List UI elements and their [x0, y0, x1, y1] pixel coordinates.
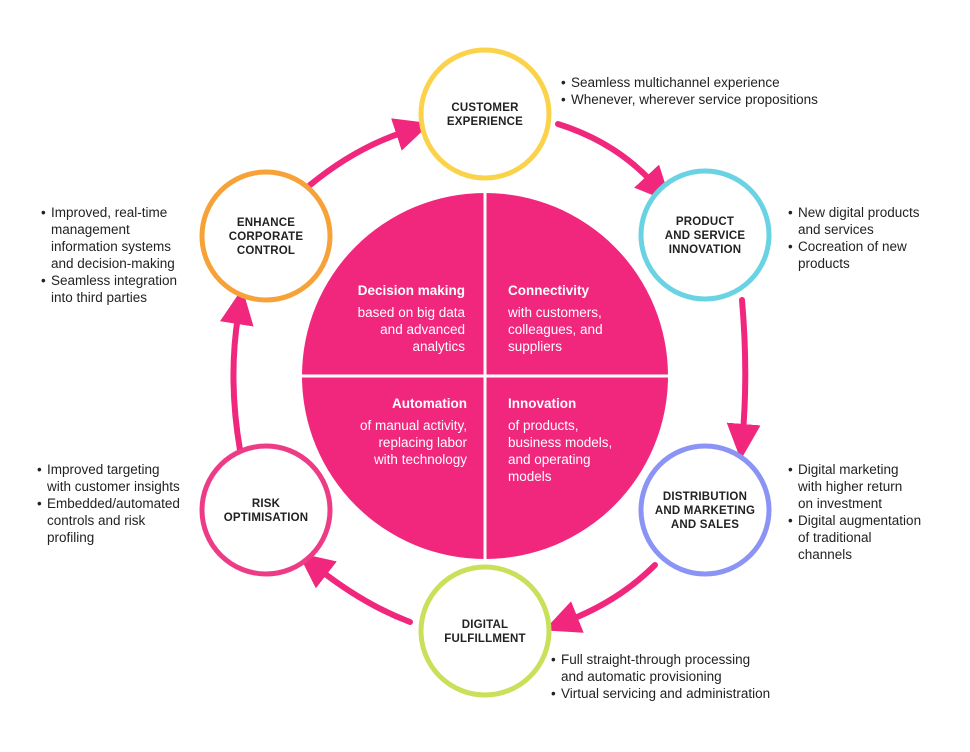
- node-label-digital-fulfillment: DIGITAL: [462, 619, 509, 631]
- quadrant-text-tr: colleagues, and: [508, 322, 603, 337]
- node-product-service-innovation: PRODUCT AND SERVICE INNOVATION: [638, 168, 772, 302]
- quadrant-title-br: Innovation: [508, 396, 576, 411]
- product-service-innovation-bullets: New digital products and services Cocrea…: [788, 204, 958, 272]
- bullet-item: Whenever, wherever service propositions: [561, 91, 881, 108]
- risk-optimisation-bullets: Improved targeting with customer insight…: [37, 461, 212, 546]
- cycle-arrow: [219, 288, 254, 453]
- enhance-corporate-control-bullets: Improved, real-time management informati…: [41, 204, 211, 306]
- quadrant-text-bl: with technology: [373, 452, 467, 467]
- node-circle-customer-experience: [418, 47, 552, 181]
- quadrant-title-tl: Decision making: [358, 283, 465, 298]
- quadrant-title-tr: Connectivity: [508, 283, 590, 298]
- node-customer-experience: CUSTOMER EXPERIENCE: [418, 47, 552, 181]
- quadrant-text-br: models: [508, 469, 552, 484]
- quadrant-title-bl: Automation: [392, 396, 467, 411]
- node-label-digital-fulfillment: FULFILLMENT: [444, 633, 525, 645]
- distribution-marketing-sales-bullets: Digital marketing with higher return on …: [788, 461, 963, 563]
- node-label-product-service-innovation: AND SERVICE: [665, 230, 746, 242]
- quadrant-text-tl: and advanced: [380, 322, 465, 337]
- node-label-enhance-corporate-control: CONTROL: [237, 245, 295, 257]
- quadrant-text-bl: of manual activity,: [360, 418, 467, 433]
- node-label-distribution-marketing-sales: AND SALES: [671, 519, 739, 531]
- node-circle-risk-optimisation: [199, 443, 333, 577]
- cycle-arrow: [726, 297, 761, 460]
- node-label-risk-optimisation: OPTIMISATION: [224, 512, 309, 524]
- node-enhance-corporate-control: ENHANCE CORPORATE CONTROL: [199, 169, 333, 303]
- customer-experience-bullets: Seamless multichannel experience Wheneve…: [561, 74, 881, 108]
- node-label-customer-experience: CUSTOMER: [451, 102, 519, 114]
- node-label-risk-optimisation: RISK: [252, 498, 281, 510]
- node-circle-product-service-innovation: [638, 168, 772, 302]
- node-label-enhance-corporate-control: CORPORATE: [229, 231, 304, 243]
- bullet-item: Digital augmentation of traditional chan…: [788, 512, 963, 563]
- bullet-item: Full straight-through processing and aut…: [551, 651, 851, 685]
- quadrant-text-br: and operating: [508, 452, 591, 467]
- cycle-arrows: [219, 118, 761, 633]
- cycle-arrow: [544, 562, 658, 633]
- bullet-item: Virtual servicing and administration: [551, 685, 851, 702]
- cycle-arrow: [555, 121, 672, 203]
- bullet-item: Cocreation of new products: [788, 238, 958, 272]
- quadrant-text-tl: based on big data: [358, 305, 466, 320]
- quadrant-text-bl: replacing labor: [378, 435, 467, 450]
- digital-fulfillment-bullets: Full straight-through processing and aut…: [551, 651, 851, 702]
- node-label-product-service-innovation: INNOVATION: [669, 244, 742, 256]
- node-distribution-marketing-sales: DISTRIBUTION AND MARKETING AND SALES: [638, 443, 772, 577]
- node-digital-fulfillment: DIGITAL FULFILLMENT: [418, 564, 552, 698]
- cycle-nodes: CUSTOMER EXPERIENCE PRODUCT AND SERVICE INNO…: [199, 47, 772, 698]
- node-label-distribution-marketing-sales: AND MARKETING: [655, 505, 755, 517]
- node-circle-digital-fulfillment: [418, 564, 552, 698]
- bullet-item: Seamless multichannel experience: [561, 74, 881, 91]
- quadrant-text-tr: suppliers: [508, 339, 562, 354]
- bullet-item: Seamless integration into third parties: [41, 272, 211, 306]
- quadrant-text-br: of products,: [508, 418, 579, 433]
- node-label-enhance-corporate-control: ENHANCE: [237, 217, 295, 229]
- node-risk-optimisation: RISK OPTIMISATION: [199, 443, 333, 577]
- center-quadrant-circle: Decision making based on big data and adva…: [300, 191, 670, 561]
- node-circle-distribution-marketing-sales: [638, 443, 772, 577]
- cycle-arrow: [307, 118, 431, 188]
- cycle-arrow: [297, 552, 413, 625]
- bullet-item: Digital marketing with higher return on …: [788, 461, 963, 512]
- node-label-customer-experience: EXPERIENCE: [447, 116, 523, 128]
- bullet-item: Embedded/automated controls and risk pro…: [37, 495, 212, 546]
- node-label-distribution-marketing-sales: DISTRIBUTION: [663, 491, 747, 503]
- bullet-item: Improved targeting with customer insight…: [37, 461, 212, 495]
- node-label-product-service-innovation: PRODUCT: [676, 216, 734, 228]
- quadrant-text-br: business models,: [508, 435, 612, 450]
- quadrant-text-tl: analytics: [412, 339, 465, 354]
- quadrant-text-tr: with customers,: [507, 305, 602, 320]
- bullet-item: New digital products and services: [788, 204, 958, 238]
- bullet-item: Improved, real-time management informati…: [41, 204, 211, 272]
